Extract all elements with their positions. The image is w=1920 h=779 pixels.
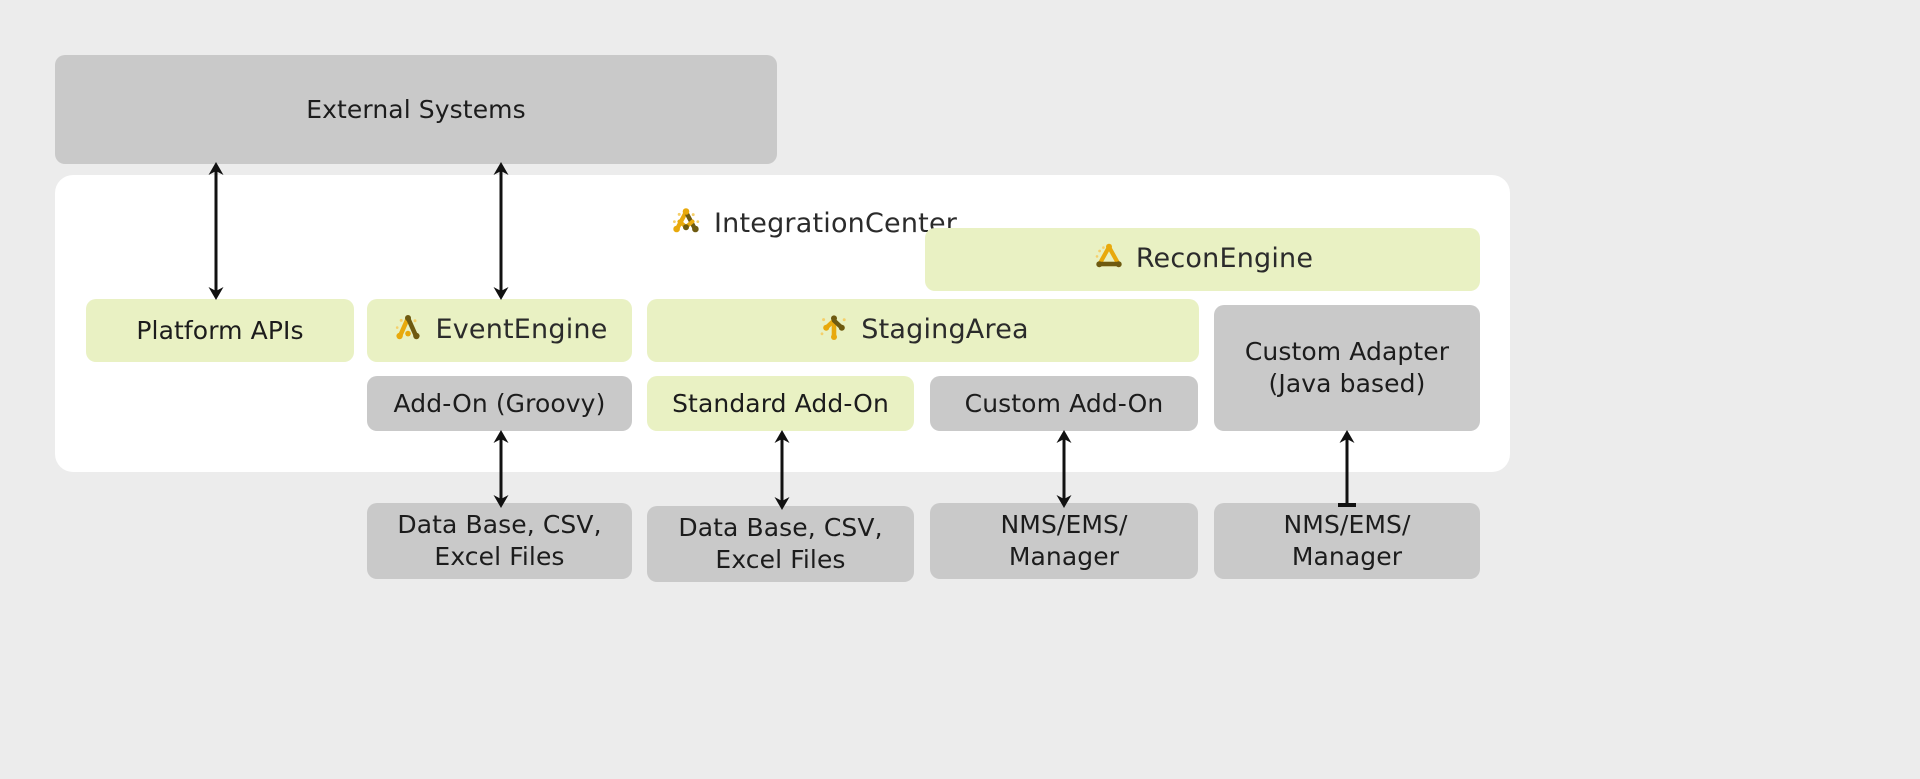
- integrationcenter-title-label: IntegrationCenter: [714, 207, 958, 239]
- stagingarea-label: StagingArea: [861, 314, 1029, 346]
- data-source-1-label: Data Base, CSV, Excel Files: [397, 510, 602, 571]
- reconengine-label: ReconEngine: [1135, 243, 1314, 275]
- connector-standard-addon-to-source-2: [766, 428, 798, 512]
- connector-external-to-event-engine: [485, 160, 517, 302]
- stagingarea-logo-icon: [817, 310, 851, 352]
- nms-ems-manager-2-box[interactable]: NMS/EMS/ Manager: [1214, 503, 1480, 579]
- standard-addon-label: Standard Add-On: [672, 388, 889, 418]
- platform-apis-box[interactable]: Platform APIs: [86, 299, 354, 362]
- event-engine-box[interactable]: EventEngine: [367, 299, 632, 362]
- custom-adapter-box[interactable]: Custom Adapter (Java based): [1214, 305, 1480, 431]
- standard-addon-box[interactable]: Standard Add-On: [647, 376, 914, 431]
- reconengine-box[interactable]: ReconEngine: [925, 228, 1480, 291]
- data-source-2-box[interactable]: Data Base, CSV, Excel Files: [647, 506, 914, 582]
- integrationcenter-logo-icon: [668, 203, 704, 243]
- nms-ems-manager-2-label: NMS/EMS/ Manager: [1283, 510, 1411, 571]
- staging-area-box[interactable]: StagingArea: [647, 299, 1199, 362]
- connector-custom-addon-to-nms-1: [1048, 428, 1080, 510]
- addon-groovy-box[interactable]: Add-On (Groovy): [367, 376, 632, 431]
- reconengine-logo-icon: [1092, 239, 1126, 281]
- integrationcenter-title: IntegrationCenter: [668, 203, 957, 243]
- external-systems-box[interactable]: External Systems: [55, 55, 777, 164]
- custom-addon-box[interactable]: Custom Add-On: [930, 376, 1198, 431]
- connector-nms-2-to-custom-adapter: [1331, 428, 1363, 510]
- data-source-1-box[interactable]: Data Base, CSV, Excel Files: [367, 503, 632, 579]
- data-source-2-label: Data Base, CSV, Excel Files: [678, 513, 883, 574]
- eventengine-logo-icon: [391, 310, 425, 352]
- eventengine-label: EventEngine: [435, 314, 608, 346]
- external-systems-label: External Systems: [306, 94, 526, 124]
- nms-ems-manager-1-box[interactable]: NMS/EMS/ Manager: [930, 503, 1198, 579]
- platform-apis-label: Platform APIs: [136, 315, 304, 345]
- nms-ems-manager-1-label: NMS/EMS/ Manager: [1000, 510, 1128, 571]
- connector-external-to-platform-apis: [200, 160, 232, 302]
- custom-addon-label: Custom Add-On: [964, 388, 1164, 418]
- addon-groovy-label: Add-On (Groovy): [393, 388, 606, 418]
- custom-adapter-label: Custom Adapter (Java based): [1244, 337, 1450, 398]
- connector-addon-groovy-to-source-1: [485, 428, 517, 510]
